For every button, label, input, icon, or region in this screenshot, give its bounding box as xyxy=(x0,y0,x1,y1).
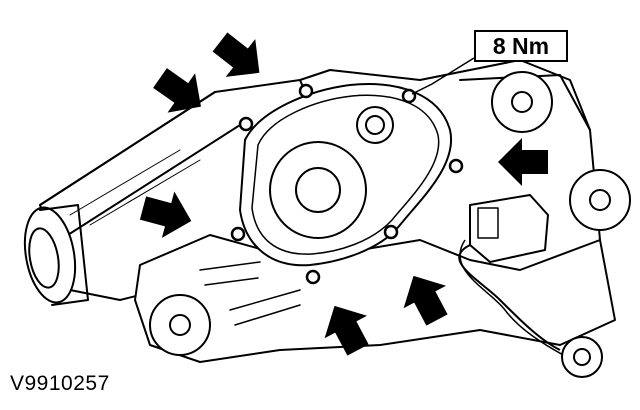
bolt-pointer-arrow-icon xyxy=(403,275,448,326)
pivot-boss-lower xyxy=(149,294,211,356)
torque-value-label: 8 Nm xyxy=(492,33,550,59)
bolt-pointer-arrow-icon xyxy=(324,305,369,356)
mounting-bolt-1 xyxy=(298,83,314,99)
gearbox-cover xyxy=(239,83,453,267)
electrical-connector xyxy=(469,194,549,263)
mounting-bolt-3 xyxy=(401,88,417,104)
mounting-bolt-2 xyxy=(238,116,254,132)
mounting-bolt-4 xyxy=(448,158,464,174)
mounting-bolt-7 xyxy=(305,269,321,285)
pivot-boss-right xyxy=(569,169,631,231)
motor-end-cap xyxy=(23,204,89,306)
figure-id-label: V9910257 xyxy=(10,372,110,395)
bolt-pointer-arrow-icon xyxy=(498,138,548,186)
bolt-pointer-arrow-icon xyxy=(212,32,260,77)
ground-lead xyxy=(458,239,603,378)
bolt-pointer-arrow-icon xyxy=(139,191,192,238)
pivot-boss-upper xyxy=(491,71,553,133)
mounting-bolt-6 xyxy=(383,224,399,240)
torque-callout: 8 Nm xyxy=(474,30,568,62)
mounting-bracket xyxy=(134,59,616,363)
mounting-bolt-5 xyxy=(230,226,246,242)
torque-leader-line xyxy=(411,57,475,95)
bolt-pointer-arrow-icon xyxy=(153,68,201,113)
